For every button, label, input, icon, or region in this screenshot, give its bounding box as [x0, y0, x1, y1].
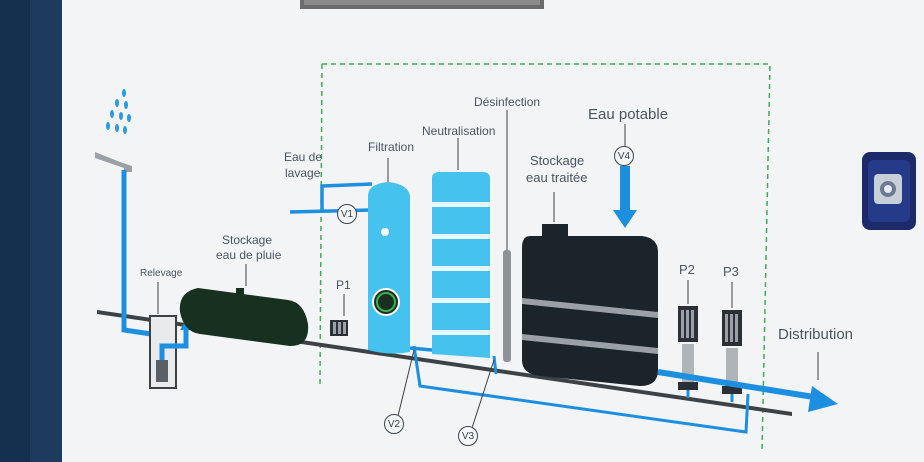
desinfection-uv-tube [503, 250, 511, 362]
top-frame-inner [304, 0, 540, 5]
rain-tank [179, 288, 309, 346]
pump-outlet-pipe [686, 390, 734, 402]
valve-v1: V1 [337, 204, 357, 224]
label-eau-lavage-1: Eau de [284, 150, 323, 164]
treated-water-tank [522, 224, 658, 386]
downpipe [121, 170, 159, 338]
label-stockage-pluie-2: eau de pluie [216, 248, 282, 262]
label-eau-potable: Eau potable [588, 106, 669, 123]
pump-p2 [678, 306, 698, 390]
label-p1: P1 [336, 278, 351, 292]
valve-v4: V4 [614, 146, 634, 166]
label-filtration: Filtration [368, 140, 415, 154]
v3-leader [471, 359, 495, 429]
roof-gutter-icon [95, 152, 132, 172]
valve-v2: V2 [384, 414, 404, 434]
label-relevage: Relevage [140, 268, 183, 279]
distribution-arrow-icon [808, 386, 838, 412]
bypass-pipe-v3 [492, 355, 498, 375]
label-p2: P2 [679, 262, 695, 277]
pump-p3 [722, 310, 742, 394]
valve-v3: V3 [458, 426, 478, 446]
label-stockage-traitee-2: eau traitée [526, 170, 588, 185]
distribution-pipe [657, 369, 821, 401]
potable-inlet-arrow-icon [613, 166, 637, 228]
treatment-zone-frame [319, 63, 771, 453]
label-p3: P3 [723, 264, 739, 279]
relevage-pipe [159, 326, 189, 360]
label-eau-lavage-2: lavage [285, 166, 321, 180]
label-neutralisation: Neutralisation [422, 124, 496, 138]
filtration-gauge [381, 228, 389, 236]
label-distribution: Distribution [778, 326, 854, 343]
label-stockage-pluie-1: Stockage [222, 233, 273, 247]
v2-leader [397, 349, 415, 417]
bypass-pipe-v2 [412, 345, 750, 434]
wall-switch [862, 152, 916, 230]
label-stockage-traitee-1: Stockage [530, 153, 585, 168]
wash-water-pipe [289, 208, 373, 214]
label-desinfection: Désinfection [474, 95, 541, 109]
rain-drops-icon [106, 89, 131, 134]
left-blue-panel-shade [0, 0, 30, 462]
neutralisation-tank [432, 172, 490, 358]
filtration-tank [368, 182, 410, 354]
filter-feed-pipe [320, 182, 373, 212]
rain-tank-cap [236, 288, 244, 294]
relevage-pump [156, 360, 168, 382]
